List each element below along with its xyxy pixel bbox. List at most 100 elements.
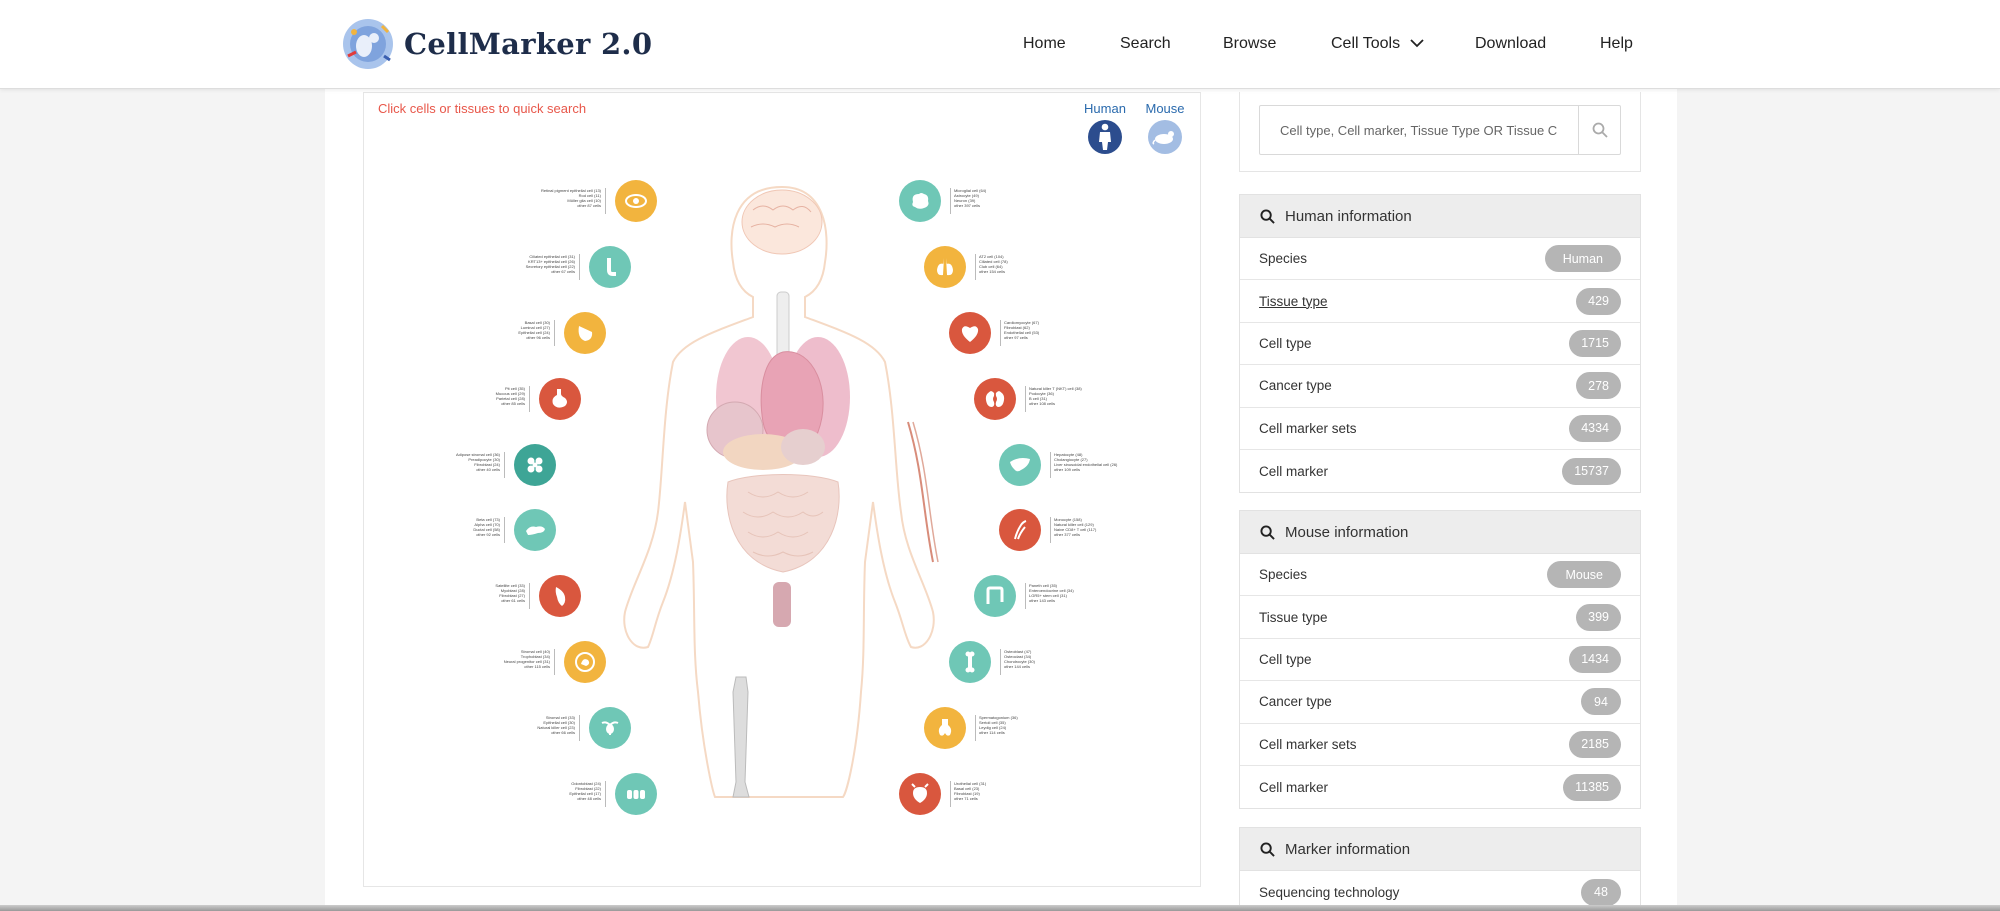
blood-tissue-button[interactable]: [999, 509, 1041, 551]
uterus-icon: [601, 721, 619, 735]
nav-help[interactable]: Help: [1600, 35, 1633, 52]
tissue-cell-summary[interactable]: Urothelial cell (31)Basal cell (23)Fibro…: [954, 781, 1044, 801]
brain-tissue-button[interactable]: [899, 180, 941, 222]
muscle-tissue-button[interactable]: [539, 575, 581, 617]
tissue-cell-summary[interactable]: Monocyte (158)Natural killer cell (129)N…: [1054, 517, 1144, 537]
tissue-cell-summary[interactable]: Beta cell (73)Alpha cell (70)Ductal cell…: [410, 517, 500, 537]
search-input[interactable]: [1260, 106, 1578, 154]
tissue-cell-summary[interactable]: Microglial cell (64)Astrocyte (49)Neuron…: [954, 188, 1044, 208]
label-divider: [975, 715, 976, 741]
nav-cell-tools-label: Cell Tools: [1331, 35, 1401, 52]
nav-browse[interactable]: Browse: [1223, 35, 1277, 52]
cell-count-line: B cell (31): [1029, 396, 1048, 401]
cell-count-line: Liver sinusoidal endothelial cell (26): [1054, 462, 1118, 467]
liver-icon: [1010, 458, 1030, 472]
chevron-down-icon: [1410, 39, 1424, 48]
tissue-cell-summary[interactable]: Spermatogonium (36)Sertoli cell (35)Leyd…: [979, 715, 1069, 735]
mouse-info-header: Mouse information: [1240, 511, 1640, 554]
marker-info-title: Marker information: [1285, 840, 1411, 858]
tissue-cell-summary[interactable]: Basal cell (30)Luminal cell (27)Epitheli…: [460, 320, 550, 340]
embryo-tissue-button[interactable]: [564, 641, 606, 683]
lung-tissue-button[interactable]: [924, 246, 966, 288]
bladder-tissue-button[interactable]: [899, 773, 941, 815]
muscle-icon: [555, 587, 566, 606]
cell-count-line: Stromal cell (33): [545, 715, 575, 720]
cell-count-line: Basal cell (23): [954, 786, 980, 791]
count-badge: 11385: [1563, 773, 1621, 801]
count-badge: 15737: [1562, 457, 1621, 485]
nav-search[interactable]: Search: [1120, 35, 1171, 52]
fat-tissue-button[interactable]: [514, 444, 556, 486]
breast-tissue-button[interactable]: [564, 312, 606, 354]
lung-icon: [937, 258, 953, 276]
label-divider: [529, 583, 530, 609]
human-body-illustration[interactable]: [363, 92, 1201, 887]
search-button[interactable]: [1578, 106, 1620, 154]
tissue-cell-summary[interactable]: Retinal pigment epithelial cell (13)Rod …: [511, 188, 601, 208]
eye-tissue-button[interactable]: [615, 180, 657, 222]
throat-tissue-button[interactable]: [589, 246, 631, 288]
cell-count-line: other 114 cells: [979, 730, 1005, 735]
cell-count-line: other 115 cells: [524, 664, 550, 669]
label-divider: [504, 452, 505, 478]
tissue-cell-summary[interactable]: Odontoblast (24)Fibroblast (22)Epithelia…: [511, 781, 601, 801]
label-divider: [529, 386, 530, 412]
tissue-cell-summary[interactable]: Natural killer T (NKT) cell (38)Podocyte…: [1029, 386, 1119, 406]
liver-tissue-button[interactable]: [999, 444, 1041, 486]
tissue-cell-summary[interactable]: Stromal cell (40)Trophoblast (34)Neural …: [460, 649, 550, 669]
stomach-icon: [552, 389, 567, 408]
species-mouse-toggle[interactable]: Mouse: [1140, 101, 1190, 154]
cell-count-line: Luminal cell (27): [520, 325, 550, 330]
uterus-tissue-button[interactable]: [589, 707, 631, 749]
tissue-cell-summary[interactable]: Stromal cell (33)Epithelial cell (30)Nat…: [485, 715, 575, 735]
tissue-cell-summary[interactable]: Paneth cell (35)Enteroendocrine cell (34…: [1029, 583, 1119, 603]
cell-count-line: Ductal cell (58): [473, 527, 500, 532]
tissue-cell-summary[interactable]: Ciliated epithelial cell (31)KRT13+ epit…: [485, 254, 575, 274]
tissue-cell-summary[interactable]: Hepatocyte (48)Cholangiocyte (27)Liver s…: [1054, 452, 1144, 472]
nav-download[interactable]: Download: [1475, 35, 1547, 52]
cell-count-line: other 109 cells: [1054, 467, 1081, 472]
cell-count-line: Natural killer T (NKT) cell (38): [1029, 386, 1082, 391]
teeth-tissue-button[interactable]: [615, 773, 657, 815]
kidney-tissue-button[interactable]: [974, 378, 1016, 420]
intestine-tissue-button[interactable]: [974, 575, 1016, 617]
label-divider: [1050, 452, 1051, 478]
cell-count-line: Parietal cell (28): [496, 396, 525, 401]
bone-tissue-button[interactable]: [949, 641, 991, 683]
cell-count-line: Endothelial cell (53): [1004, 330, 1040, 335]
tissue-cell-summary[interactable]: Cardiomyocyte (67)Fibroblast (62)Endothe…: [1004, 320, 1094, 340]
pancreas-tissue-button[interactable]: [514, 509, 556, 551]
tissue-cell-summary[interactable]: AT2 cell (104)Ciliated cell (78)Club cel…: [979, 254, 1069, 274]
marker-info-header: Marker information: [1240, 828, 1640, 871]
cell-count-line: other 71 cells: [954, 796, 978, 801]
site-logo[interactable]: CellMarker 2.0: [340, 16, 652, 72]
tissue-cell-summary[interactable]: Osteoblast (47)Osteoclast (34)Chondrocyt…: [1004, 649, 1094, 669]
label-divider: [1025, 386, 1026, 412]
search-icon: [1260, 841, 1275, 857]
tissue-cell-summary[interactable]: Adipose stromal cell (36)Preadipocyte (3…: [410, 452, 500, 472]
heart-tissue-button[interactable]: [949, 312, 991, 354]
teeth-icon: [627, 790, 645, 799]
label-divider: [579, 254, 580, 280]
tissue-type-link[interactable]: Tissue type: [1259, 293, 1328, 309]
tissue-cell-summary[interactable]: Satellite cell (33)Myoblast (28)Fibrobla…: [435, 583, 525, 603]
nav-home[interactable]: Home: [1023, 35, 1066, 52]
row-label: Cancer type: [1259, 694, 1332, 710]
search-icon: [1592, 122, 1608, 138]
search-box: [1259, 105, 1621, 155]
species-human-toggle[interactable]: Human: [1080, 101, 1130, 154]
stomach-tissue-button[interactable]: [539, 378, 581, 420]
cell-count-line: Monocyte (158): [1054, 517, 1082, 522]
nav-cell-tools[interactable]: Cell Tools: [1331, 32, 1424, 56]
cell-count-line: Fibroblast (62): [1004, 325, 1030, 330]
count-badge: 2185: [1569, 730, 1621, 758]
tissue-cell-summary[interactable]: Pit cell (35)Mucous cell (29)Parietal ce…: [435, 386, 525, 406]
testis-tissue-button[interactable]: [924, 707, 966, 749]
cell-count-line: AT2 cell (104): [979, 254, 1004, 259]
site-header: CellMarker 2.0 Home Search Browse Cell T…: [0, 0, 2000, 89]
